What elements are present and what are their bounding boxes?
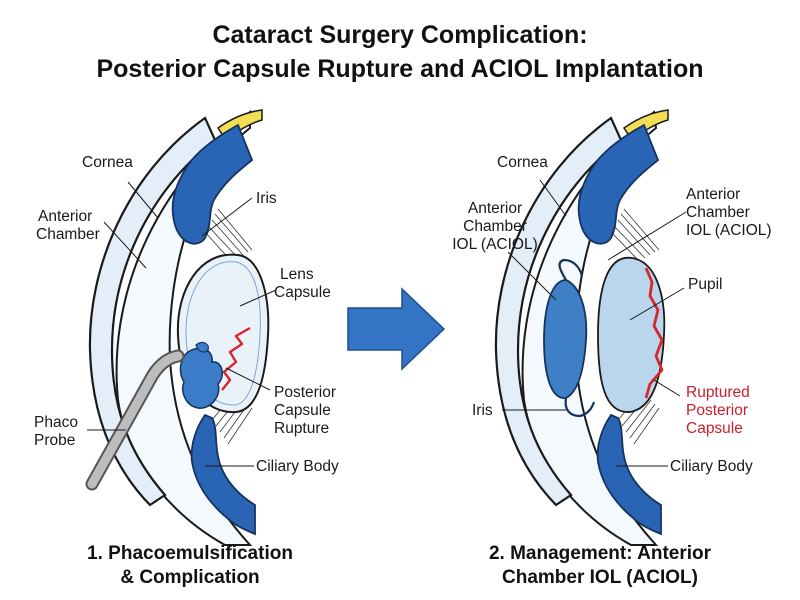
right-upper-iris [577, 123, 660, 245]
caption-right-line-1: 2. Management: Anterior [488, 543, 712, 564]
caption-left-line-2: & Complication [120, 567, 260, 588]
right-sclera [521, 110, 659, 546]
right-pupil-area [597, 257, 666, 413]
left-lens-inner [185, 261, 261, 406]
caption-right-line-2: Chamber IOL (ACIOL) [502, 567, 698, 588]
right-cornea [494, 116, 623, 507]
label-aciol-right-1: Anterior [686, 186, 741, 203]
right-rupture-line [644, 267, 664, 399]
label-ruptured-capsule-2: Posterior [686, 402, 749, 419]
transition-arrow [347, 287, 446, 371]
label-ciliary-body-left: Ciliary Body [256, 458, 339, 475]
label-pcr-2: Capsule [274, 402, 331, 419]
label-lens-capsule-1: Lens [280, 266, 314, 283]
left-lower-iris [190, 413, 256, 536]
left-lens-fragment-small [195, 341, 209, 353]
label-pupil: Pupil [688, 276, 723, 293]
label-phaco-2: Probe [34, 432, 76, 449]
right-aciol-haptic-bottom [564, 397, 596, 418]
left-phaco-probe-inner [87, 351, 183, 489]
left-rupture-line [221, 326, 251, 391]
label-cornea-right: Cornea [497, 154, 548, 171]
left-leader-lines [87, 181, 277, 467]
label-pcr-3: Rupture [274, 420, 330, 437]
right-aciol-optic [543, 279, 588, 399]
label-aciol-left-1: Anterior [467, 200, 523, 217]
label-ruptured-capsule-3: Capsule [686, 420, 743, 437]
label-anterior-chamber-left-2: Chamber [36, 226, 100, 243]
label-phaco-1: Phaco [34, 414, 78, 431]
left-eye-illustration [85, 109, 270, 546]
diagram-title-line-1: Cataract Surgery Complication: [212, 21, 588, 49]
diagram-title-line-2: Posterior Capsule Rupture and ACIOL Impl… [96, 55, 704, 83]
label-pcr-1: Posterior [274, 384, 337, 401]
caption-left-line-1: 1. Phacoemulsification [87, 543, 293, 564]
label-cornea-left: Cornea [82, 154, 133, 171]
left-upper-iris [171, 123, 254, 245]
label-ciliary-body-right: Ciliary Body [670, 458, 753, 475]
label-lens-capsule-2: Capsule [274, 284, 331, 301]
left-lens-fragments [179, 347, 223, 409]
label-iris-left: Iris [256, 190, 277, 207]
left-cornea [88, 116, 217, 507]
label-ruptured-capsule-1: Ruptured [686, 384, 750, 401]
label-aciol-left-2: Chamber [463, 218, 527, 235]
label-aciol-left-3: IOL (ACIOL) [452, 236, 538, 253]
right-aciol-haptic-top [558, 258, 584, 281]
right-eye-illustration [494, 109, 669, 546]
right-lower-iris [596, 413, 662, 536]
left-sclera [115, 109, 253, 546]
right-leader-lines [502, 179, 687, 467]
label-anterior-chamber-left-1: Anterior [38, 208, 93, 225]
label-iris-right: Iris [472, 402, 493, 419]
label-aciol-right-3: IOL (ACIOL) [686, 222, 772, 239]
right-zonules [610, 208, 660, 445]
label-aciol-right-2: Chamber [686, 204, 750, 221]
